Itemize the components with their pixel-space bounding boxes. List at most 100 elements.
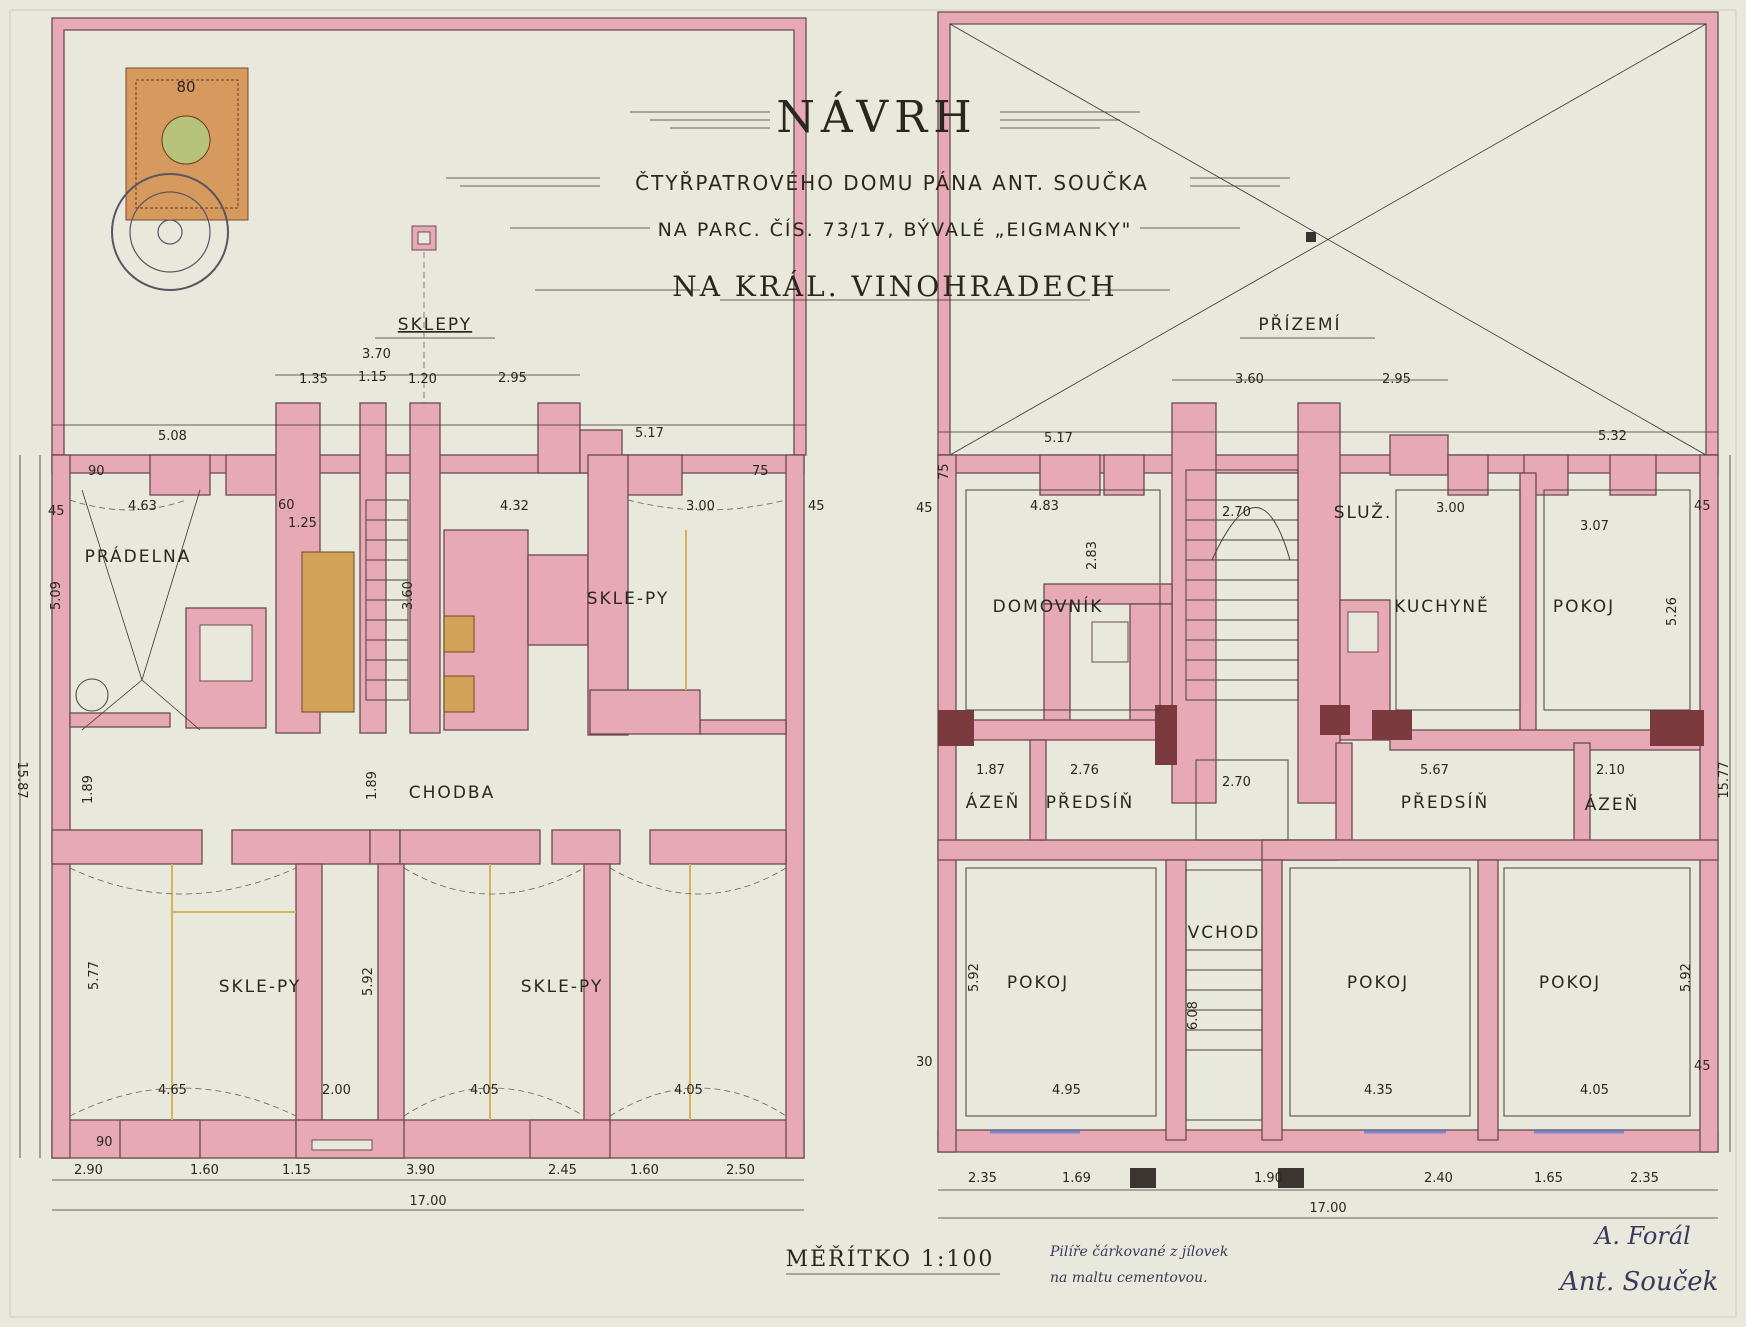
ground-room-sluz: SLUŽ.: [1334, 501, 1393, 523]
ground-dim-top-0: 3.60: [1235, 372, 1264, 387]
ground-dim-upper-3: 3.07: [1580, 519, 1609, 534]
cellar-room-chodba: CHODBA: [409, 783, 495, 803]
ground-dim-bottom-2: 1.90: [1254, 1171, 1283, 1186]
cellar-dim-height: 15.87: [14, 761, 29, 798]
cellar-dim-side-2: 5.77: [87, 961, 102, 990]
ground-dim-height: 15.77: [1717, 761, 1732, 798]
cellar-dim-bottom-5: 1.60: [630, 1163, 659, 1178]
cellar-dim-upper-1: 5.17: [635, 426, 664, 441]
stamp-value: 80: [176, 78, 195, 96]
cellar-dim-wall-0: 90: [88, 464, 105, 479]
ground-dim-total: 17.00: [1309, 1201, 1346, 1216]
ground-dim-lower-2: 4.05: [1580, 1083, 1609, 1098]
ground-room-pokoj-bl: POKOJ: [1007, 973, 1069, 993]
cellar-dim-side-1: 1.89: [81, 775, 96, 804]
title-line-3: NA KRÁL. VINOHRADECH: [672, 270, 1117, 303]
ground-dim-upper-2: 3.00: [1436, 501, 1465, 516]
ground-dim-bottom-0: 2.35: [968, 1171, 997, 1186]
cellar-room-sklepy-top: SKLE-PY: [587, 589, 670, 609]
cellar-dim-upper-5: 1.25: [288, 516, 317, 531]
ground-plan: [937, 379, 1731, 1219]
cellar-dim-wall-5: 90: [96, 1135, 113, 1150]
cellar-dim-upper-2: 4.63: [128, 499, 157, 514]
cellar-room-pradelna: PRÁDELNA: [85, 545, 192, 567]
cellar-dim-side-0: 5.09: [49, 581, 64, 610]
ground-dim-lower-0: 4.95: [1052, 1083, 1081, 1098]
cellar-dim-side-5: 1.89: [365, 771, 380, 800]
cellar-dim-upper-4: 3.00: [686, 499, 715, 514]
cellar-dim-lower-2: 4.05: [470, 1083, 499, 1098]
cellar-dim-top-2: 1.15: [358, 370, 387, 385]
ground-room-predsin-l: PŘEDSÍŇ: [1046, 791, 1134, 813]
cellar-dim-bottom-6: 2.50: [726, 1163, 755, 1178]
ground-dim-top-3: 5.32: [1598, 429, 1627, 444]
cellar-dim-wall-1: 45: [48, 504, 65, 519]
ground-dim-bottom-1: 1.69: [1062, 1171, 1091, 1186]
ground-dim-lower-3: 5.92: [967, 963, 982, 992]
ground-dim-top-1: 2.95: [1382, 372, 1411, 387]
ground-heading: PŘÍZEMÍ: [1258, 313, 1341, 335]
cellar-dim-upper-0: 5.08: [158, 429, 187, 444]
ground-dim-middle-2: 2.70: [1222, 775, 1251, 790]
ground-dim-middle-0: 1.87: [976, 763, 1005, 778]
cellar-dim-side-4: 3.60: [401, 581, 416, 610]
ground-dim-middle-1: 2.76: [1070, 763, 1099, 778]
cellar-room-sklepy-bm: SKLE-PY: [521, 977, 604, 997]
ground-room-domovnik: DOMOVNÍK: [993, 595, 1104, 617]
cellar-dim-bottom-4: 2.45: [548, 1163, 577, 1178]
ground-room-kuchyne: KUCHYNĚ: [1394, 595, 1490, 617]
revenue-stamp: 80: [125, 67, 249, 221]
title-main: NÁVRH: [776, 90, 977, 143]
ground-dim-bottom-3: 2.40: [1424, 1171, 1453, 1186]
cellar-dim-bottom-0: 2.90: [74, 1163, 103, 1178]
ground-dim-wall-0: 75: [937, 463, 952, 480]
ground-dim-top-2: 5.17: [1044, 431, 1073, 446]
cellar-dim-lower-0: 4.65: [158, 1083, 187, 1098]
cellar-dim-wall-3: 75: [752, 464, 769, 479]
cellar-dim-wall-4: 45: [808, 499, 825, 514]
cellar-dim-total: 17.00: [409, 1194, 446, 1209]
cellar-dim-lower-1: 2.00: [322, 1083, 351, 1098]
title-line-1: ČTYŘPATROVÉHO DOMU PÁNA ANT. SOUČKA: [635, 171, 1149, 195]
ground-room-predsin-r: PŘEDSÍŇ: [1401, 791, 1489, 813]
cellar-dim-side-3: 5.92: [361, 967, 376, 996]
ground-room-zachod-l: ÁZEŇ: [966, 791, 1021, 813]
ground-dim-lower-4: 6.08: [1186, 1001, 1201, 1030]
ground-dim-bottom-5: 2.35: [1630, 1171, 1659, 1186]
cellar-dim-upper-3: 4.32: [500, 499, 529, 514]
ground-dim-lower-5: 5.92: [1679, 963, 1694, 992]
cellar-dim-top-4: 2.95: [498, 371, 527, 386]
ground-dim-middle-3: 5.67: [1420, 763, 1449, 778]
cellar-dim-wall-2: 60: [278, 498, 295, 513]
cellar-dim-top-1: 3.70: [362, 347, 391, 362]
note-line-1: Pilíře čárkované z jílovek: [1049, 1244, 1228, 1260]
title-line-2: NA PARC. ČÍS. 73/17, BÝVALÉ „EIGMANKY": [658, 217, 1133, 241]
ground-dim-wall-4: 45: [1694, 1059, 1711, 1074]
ground-dim-lower-1: 4.35: [1364, 1083, 1393, 1098]
ground-room-vchod: VCHOD: [1188, 923, 1261, 943]
cellar-room-sklepy-bl: SKLE-PY: [219, 977, 302, 997]
ground-room-pokoj-br: POKOJ: [1539, 973, 1601, 993]
official-seal: [111, 173, 229, 291]
ground-room-zachod-r: ÁZEŇ: [1585, 793, 1640, 815]
cellar-dim-top-3: 1.20: [408, 372, 437, 387]
ground-dim-upper-1: 2.70: [1222, 505, 1251, 520]
ground-dim-wall-2: 30: [916, 1055, 933, 1070]
scale-label: MĚŘÍTKO 1:100: [786, 1245, 995, 1272]
cellar-plan: [19, 374, 806, 1211]
ground-dim-bottom-4: 1.65: [1534, 1171, 1563, 1186]
ground-room-pokoj-tr: POKOJ: [1553, 597, 1615, 617]
cellar-dim-bottom-2: 1.15: [282, 1163, 311, 1178]
ground-dim-middle-4: 2.10: [1596, 763, 1625, 778]
ground-dim-upper-5: 5.26: [1665, 597, 1680, 626]
signature-line-1: A. Forál: [1593, 1222, 1691, 1250]
signature-line-2: Ant. Souček: [1558, 1267, 1718, 1297]
paper-border: [9, 9, 1737, 1318]
cellar-dim-top-0: 1.35: [299, 372, 328, 387]
cellar-dim-lower-3: 4.05: [674, 1083, 703, 1098]
title-block: NÁVRH ČTYŘPATROVÉHO DOMU PÁNA ANT. SOUČK…: [446, 90, 1290, 303]
ground-room-pokoj-bm: POKOJ: [1347, 973, 1409, 993]
cellar-heading: SKLEPY: [398, 315, 472, 335]
ground-dim-upper-0: 4.83: [1030, 499, 1059, 514]
